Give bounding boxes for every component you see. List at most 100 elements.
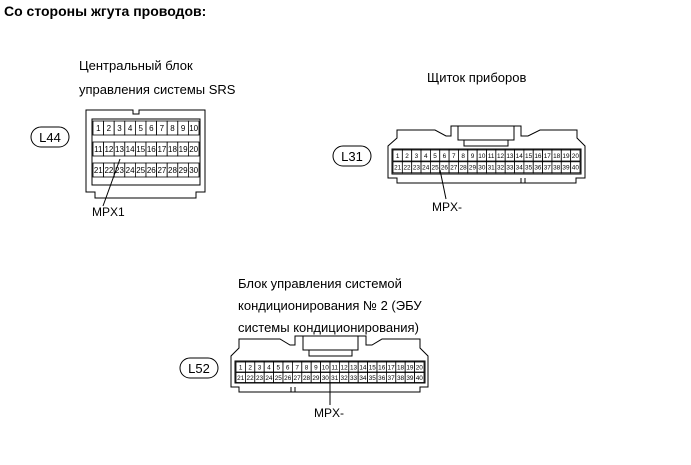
l44-title-line-1: Центральный блок bbox=[79, 58, 193, 73]
l52-pin-label-3: 3 bbox=[258, 364, 262, 371]
l52-connector-body bbox=[230, 335, 429, 393]
l31-pin-label-5: 5 bbox=[433, 153, 437, 160]
l44-title-line-2: управления системы SRS bbox=[79, 82, 236, 97]
l52-pin-label-27: 27 bbox=[294, 375, 302, 382]
l31-pin-label-30: 30 bbox=[478, 165, 486, 172]
l52-pin-label-26: 26 bbox=[284, 375, 292, 382]
l31-title: Щиток приборов bbox=[427, 70, 527, 85]
l31-pin-label-37: 37 bbox=[544, 165, 552, 172]
l44-pin-label-20: 20 bbox=[189, 145, 198, 154]
l31-latch bbox=[457, 126, 515, 147]
l52-id: L52 bbox=[188, 361, 210, 376]
l44-signal-leader bbox=[102, 158, 121, 207]
l44-pin-label-24: 24 bbox=[126, 166, 135, 175]
l44-pin-label-5: 5 bbox=[138, 124, 143, 133]
l31-signal-label: MPX- bbox=[432, 200, 462, 214]
l52-pin-label-19: 19 bbox=[406, 364, 414, 371]
l52-pin-label-12: 12 bbox=[341, 364, 349, 371]
l52-title-line-3: системы кондиционирования) bbox=[238, 320, 419, 335]
l52-pin-label-28: 28 bbox=[303, 375, 311, 382]
l52-pin-label-4: 4 bbox=[267, 364, 271, 371]
l44-id: L44 bbox=[39, 130, 61, 145]
l31-pin-label-18: 18 bbox=[553, 153, 561, 160]
l31-pin-label-8: 8 bbox=[461, 153, 465, 160]
l52-pin-label-22: 22 bbox=[247, 375, 255, 382]
l31-pin-label-35: 35 bbox=[525, 165, 533, 172]
l31-pin-label-40: 40 bbox=[572, 165, 580, 172]
l52-latch bbox=[302, 336, 359, 357]
l52-pin-label-14: 14 bbox=[359, 364, 367, 371]
l44-pin-label-7: 7 bbox=[160, 124, 165, 133]
l44-id-oval bbox=[30, 126, 70, 148]
l44-pin-cell-10 bbox=[187, 120, 200, 136]
l52-pin-label-20: 20 bbox=[416, 364, 424, 371]
l52-pin-cell-20 bbox=[414, 361, 425, 373]
l31-pin-label-39: 39 bbox=[562, 165, 570, 172]
l52-pin-label-9: 9 bbox=[314, 364, 318, 371]
l52-pin-label-24: 24 bbox=[265, 375, 273, 382]
l52-signal-label: MPX- bbox=[314, 406, 344, 420]
l52-pin-label-31: 31 bbox=[331, 375, 339, 382]
l31-pin-label-22: 22 bbox=[403, 165, 411, 172]
l52-pin-label-39: 39 bbox=[406, 375, 414, 382]
l31-pin-label-15: 15 bbox=[525, 153, 533, 160]
l52-id-oval bbox=[179, 357, 219, 379]
l44-pin-label-3: 3 bbox=[117, 124, 122, 133]
l44-signal-label: MPX1 bbox=[92, 205, 125, 219]
l44-pin-label-30: 30 bbox=[189, 166, 198, 175]
l31-pin-label-21: 21 bbox=[394, 165, 402, 172]
l31-connector-body bbox=[387, 125, 586, 184]
l31-pin-label-33: 33 bbox=[506, 165, 514, 172]
l31-pin-label-9: 9 bbox=[471, 153, 475, 160]
l31-id: L31 bbox=[341, 149, 363, 164]
l52-title-line-1: Блок управления системой bbox=[238, 276, 402, 291]
l44-connector-body bbox=[85, 109, 206, 199]
l52-pin-label-25: 25 bbox=[275, 375, 283, 382]
l52-pin-label-37: 37 bbox=[388, 375, 396, 382]
l44-pin-label-12: 12 bbox=[104, 145, 113, 154]
l44-pin-label-27: 27 bbox=[157, 166, 166, 175]
l31-pin-label-10: 10 bbox=[478, 153, 486, 160]
l52-pin-label-10: 10 bbox=[322, 364, 330, 371]
l44-pin-label-4: 4 bbox=[128, 124, 133, 133]
l31-pin-label-7: 7 bbox=[452, 153, 456, 160]
l52-pin-label-11: 11 bbox=[331, 364, 338, 371]
page-header: Со стороны жгута проводов: bbox=[4, 3, 207, 19]
l31-id-oval bbox=[332, 145, 372, 167]
l31-pin-label-17: 17 bbox=[544, 153, 552, 160]
l31-pin-label-3: 3 bbox=[415, 153, 419, 160]
l52-pin-cell-40 bbox=[414, 372, 425, 383]
l52-pin-label-21: 21 bbox=[237, 375, 245, 382]
l52-pin-label-8: 8 bbox=[305, 364, 309, 371]
l52-pin-label-32: 32 bbox=[341, 375, 349, 382]
l44-pin-label-8: 8 bbox=[170, 124, 175, 133]
l44-pin-label-1: 1 bbox=[96, 124, 101, 133]
l31-pin-label-36: 36 bbox=[534, 165, 542, 172]
l52-pin-label-35: 35 bbox=[369, 375, 377, 382]
l52-pin-label-29: 29 bbox=[312, 375, 320, 382]
l44-pin-label-6: 6 bbox=[149, 124, 154, 133]
l44-pin-label-18: 18 bbox=[168, 145, 177, 154]
l52-pin-label-40: 40 bbox=[416, 375, 424, 382]
l44-pin-label-2: 2 bbox=[107, 124, 112, 133]
l44-pin-label-23: 23 bbox=[115, 166, 124, 175]
l31-pin-label-31: 31 bbox=[488, 165, 496, 172]
l31-pin-label-13: 13 bbox=[506, 153, 514, 160]
l31-pin-label-29: 29 bbox=[469, 165, 477, 172]
l31-pin-label-4: 4 bbox=[424, 153, 428, 160]
l31-pin-label-24: 24 bbox=[422, 165, 430, 172]
l31-pin-label-20: 20 bbox=[572, 153, 580, 160]
l31-pin-label-23: 23 bbox=[413, 165, 421, 172]
l31-pin-label-32: 32 bbox=[497, 165, 505, 172]
l31-signal-leader bbox=[439, 169, 447, 200]
l31-pin-label-16: 16 bbox=[534, 153, 542, 160]
l52-title-line-2: кондиционирования № 2 (ЭБУ bbox=[238, 298, 422, 313]
l52-pin-label-38: 38 bbox=[397, 375, 405, 382]
l31-pin-cell-40 bbox=[570, 161, 581, 174]
l52-pin-label-30: 30 bbox=[322, 375, 330, 382]
l31-pin-label-38: 38 bbox=[553, 165, 561, 172]
l44-pin-label-13: 13 bbox=[115, 145, 124, 154]
